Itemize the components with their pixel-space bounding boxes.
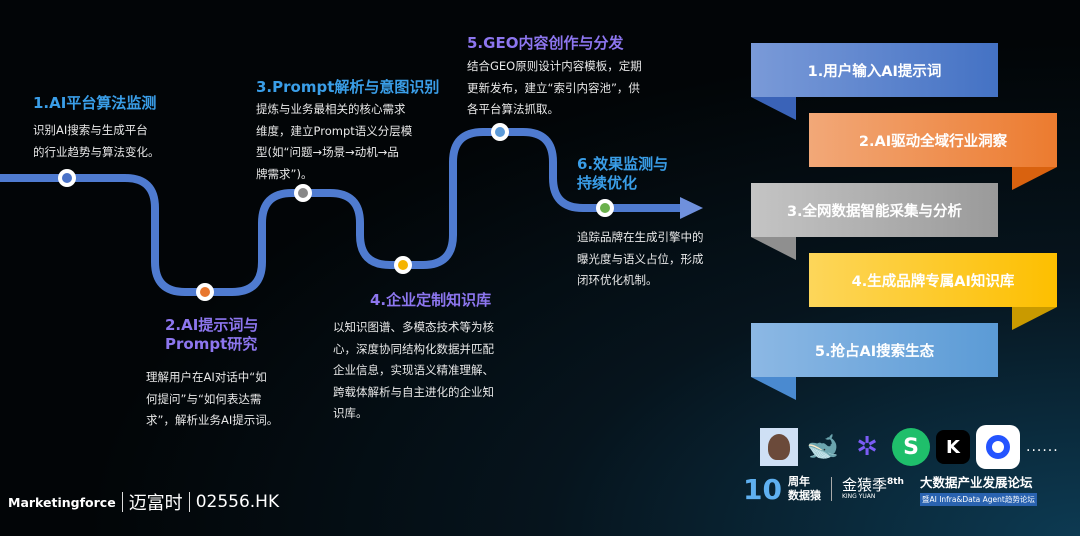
step-6-title: 6.效果监测与持续优化 [577,155,669,192]
step-6-desc: 追踪品牌在生成引擎中的曝光度与语义占位，形成闭环优化机制。 [577,230,704,287]
ribbon-2: 2.AI驱动全域行业洞察 [809,113,1057,167]
step-4-title: 4.企业定制知识库 [370,291,492,309]
company-footer: Marketingforce 迈富时 02556.HK [8,489,279,515]
kimi-k-icon: K [936,430,970,464]
node-2 [196,283,214,301]
step-1-desc: 识别AI搜索与生成平台的行业趋势与算法变化。 [33,123,160,159]
step-1-title: 1.AI平台算法监测 [33,94,157,112]
ribbon-4: 4.生成品牌专属AI知识库 [809,253,1057,307]
node-1 [58,169,76,187]
step-5-desc: 结合GEO原则设计内容模板，定期更新发布，建立“索引内容池”，供各平台算法抓取。 [467,59,642,116]
ten-years-logo: 10 [743,472,782,506]
step-4-desc: 以知识图谱、多模态技术等为核心，深度协同结构化数据并匹配企业信息，实现语义精准理… [333,320,494,420]
step-2-desc: 理解用户在AI对话中“如何提问”与“如何表达需求”，解析业务AI提示词。 [146,370,279,427]
deepseek-whale-icon: 🐋 [806,432,840,462]
ribbon-2-tail [1012,167,1057,190]
ribbon-1-tail [751,97,796,120]
avatar-icon [760,428,798,466]
node-5 [491,123,509,141]
marketingforce-logo: Marketingforce [8,494,116,510]
node-6 [596,199,614,217]
step-3-title: 3.Prompt解析与意图识别 [256,78,440,96]
anniv-text: 周年数据猿 [787,475,821,502]
green-swirl-icon: S [892,428,930,466]
stock-ticker: 02556.HK [195,492,280,512]
arrow-head-icon [680,197,703,219]
forum-title: 大数据产业发展论坛暨AI Infra&Data Agent趋势论坛 [919,475,1037,506]
step-3-desc: 提炼与业务最相关的核心需求维度，建立Prompt语义分层模型(如“问题→场景→动… [256,102,413,181]
blue-q-icon [976,425,1020,469]
company-cn-name: 迈富时 [128,493,183,514]
node-3 [294,184,312,202]
star-logo-icon: ✲ [856,432,878,462]
ribbon-5-tail [751,377,796,400]
ribbon-4-tail [1012,307,1057,330]
ribbon-5: 5.抢占AI搜索生态 [751,323,998,377]
ribbon-1: 1.用户输入AI提示词 [751,43,998,97]
ribbon-3-tail [751,237,796,260]
ribbon-3: 3.全网数据智能采集与分析 [751,183,998,237]
step-5-title: 5.GEO内容创作与分发 [467,34,624,52]
ai-app-logos: 🐋 ✲ S K ...... [760,425,1059,469]
node-4 [394,256,412,274]
more-dots: ...... [1026,439,1059,455]
